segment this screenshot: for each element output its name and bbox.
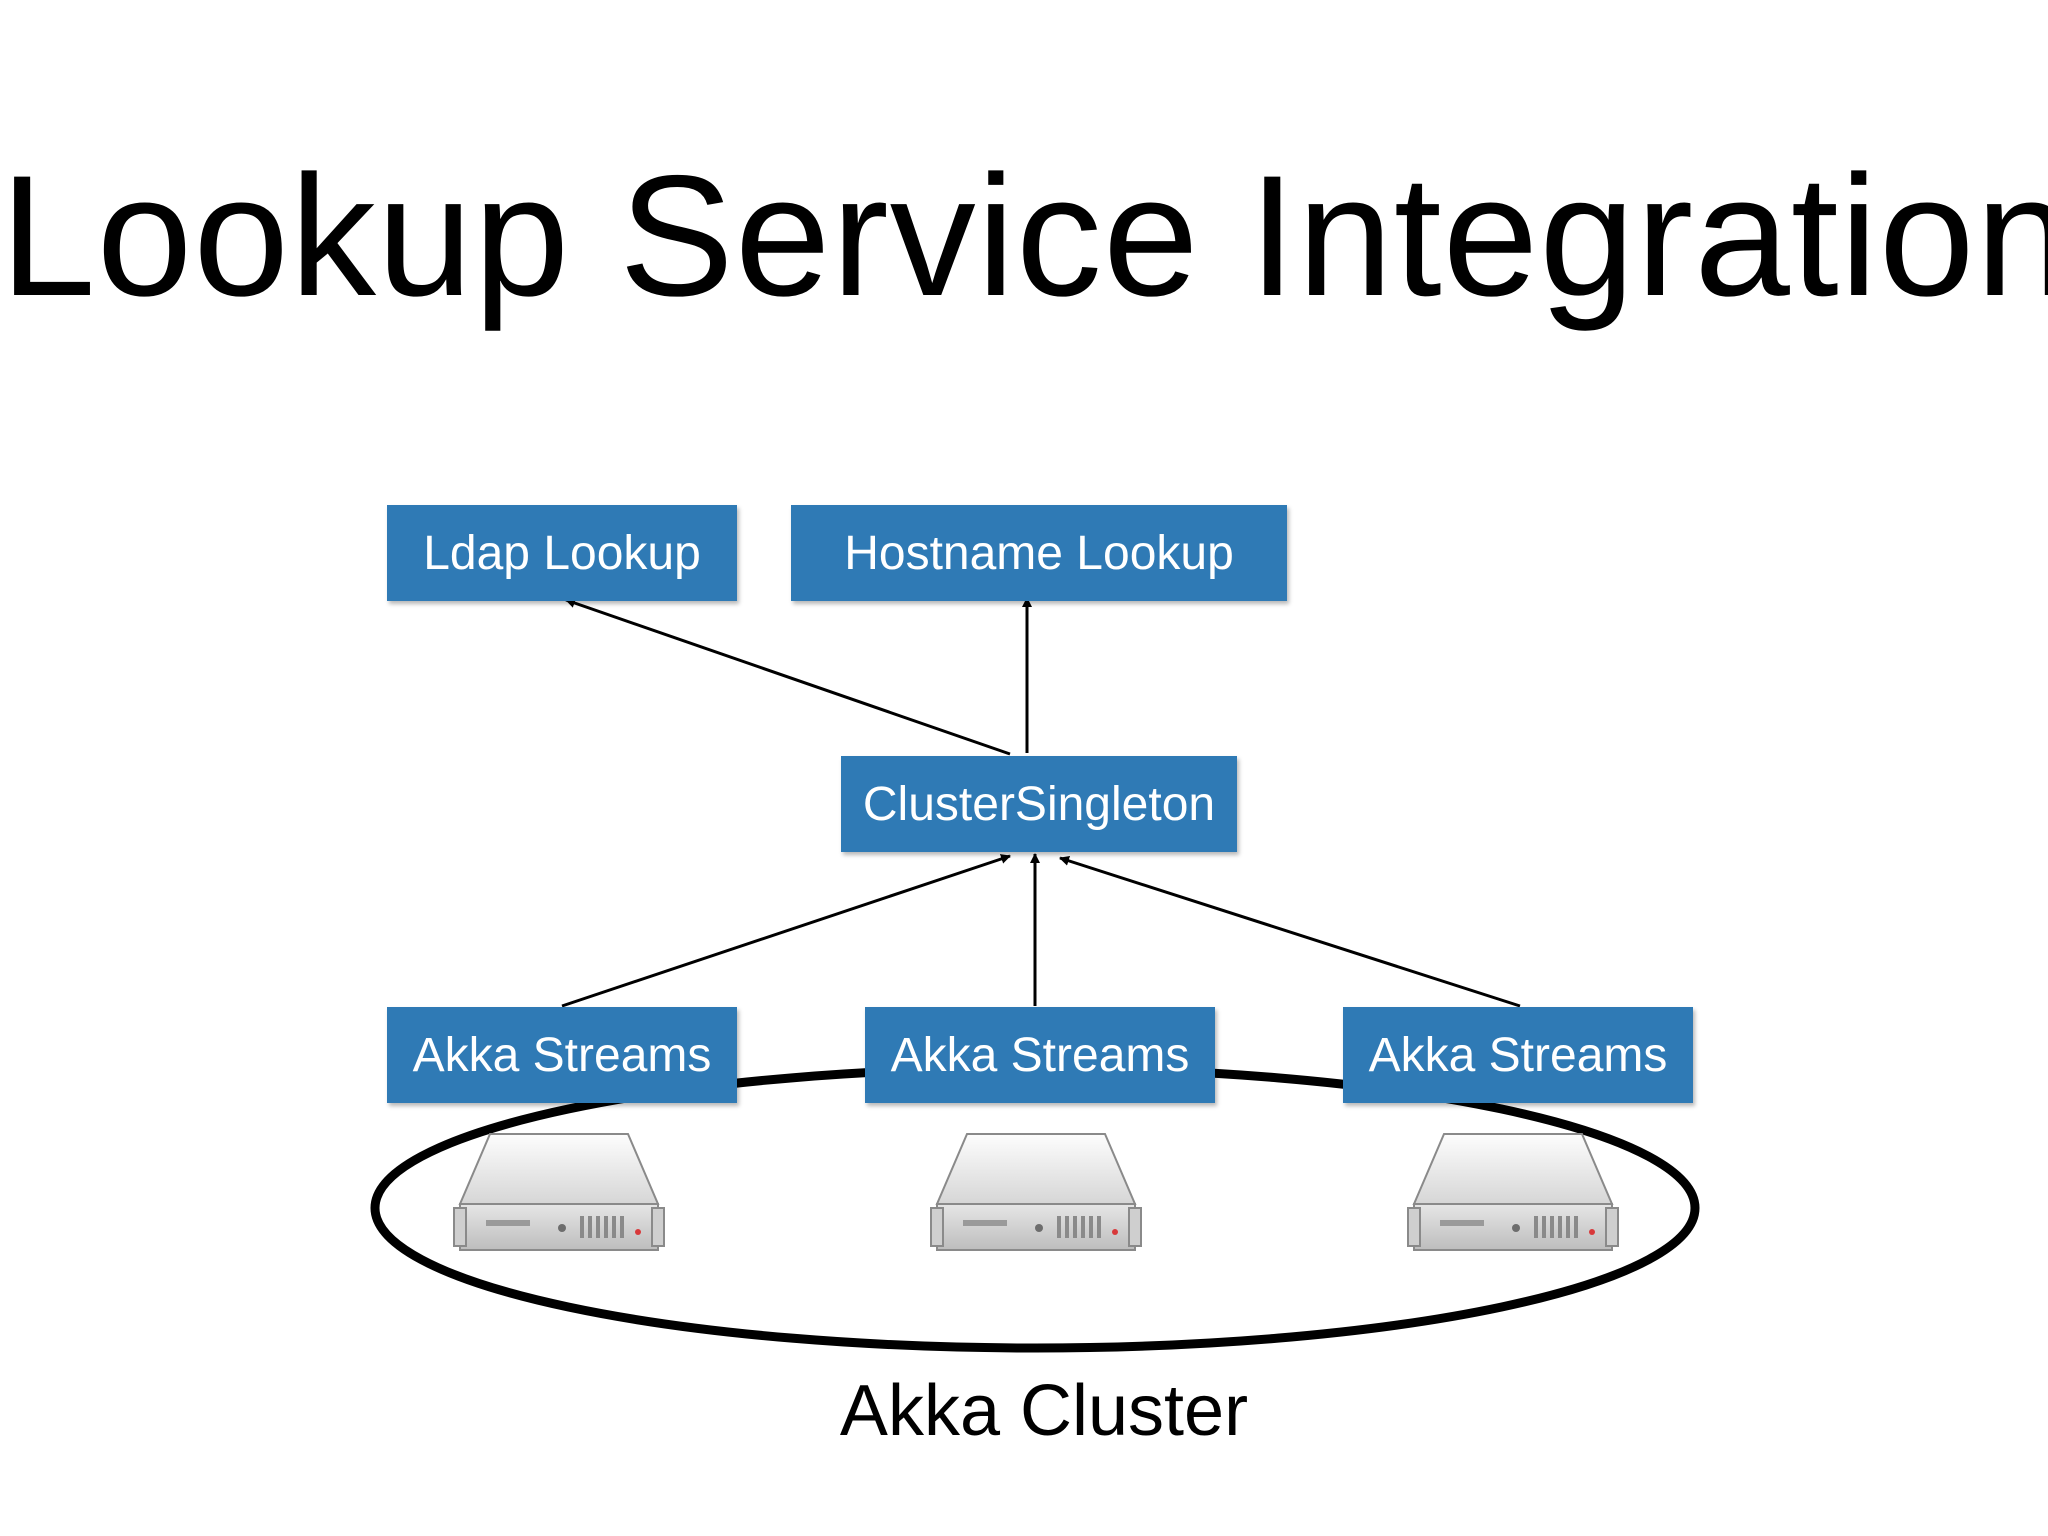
cluster-label: Akka Cluster [839, 1371, 1249, 1451]
akka-streams-box: Akka Streams [387, 1007, 737, 1103]
akka-streams-label: Akka Streams [1368, 1028, 1668, 1082]
hostname-lookup-box: Hostname Lookup [791, 505, 1287, 601]
server-icon [930, 1133, 1142, 1251]
hostname-lookup-label: Hostname Lookup [844, 526, 1234, 580]
ldap-lookup-label: Ldap Lookup [423, 526, 701, 580]
akka-streams-box: Akka Streams [865, 1007, 1215, 1103]
server-icon [1407, 1133, 1619, 1251]
akka-streams-label: Akka Streams [412, 1028, 712, 1082]
akka-streams-box: Akka Streams [1343, 1007, 1693, 1103]
arrow-singleton-to-ldap [565, 598, 1011, 756]
cluster-singleton-label: ClusterSingleton [862, 777, 1216, 831]
cluster-singleton-box: ClusterSingleton [841, 756, 1237, 852]
ldap-lookup-box: Ldap Lookup [387, 505, 737, 601]
server-icon [453, 1133, 665, 1251]
arrow-streams3-to-singleton [1059, 855, 1521, 1008]
slide-title: Lookup Service Integration [0, 140, 2048, 332]
arrow-streams1-to-singleton [561, 854, 1011, 1008]
akka-streams-label: Akka Streams [890, 1028, 1190, 1082]
